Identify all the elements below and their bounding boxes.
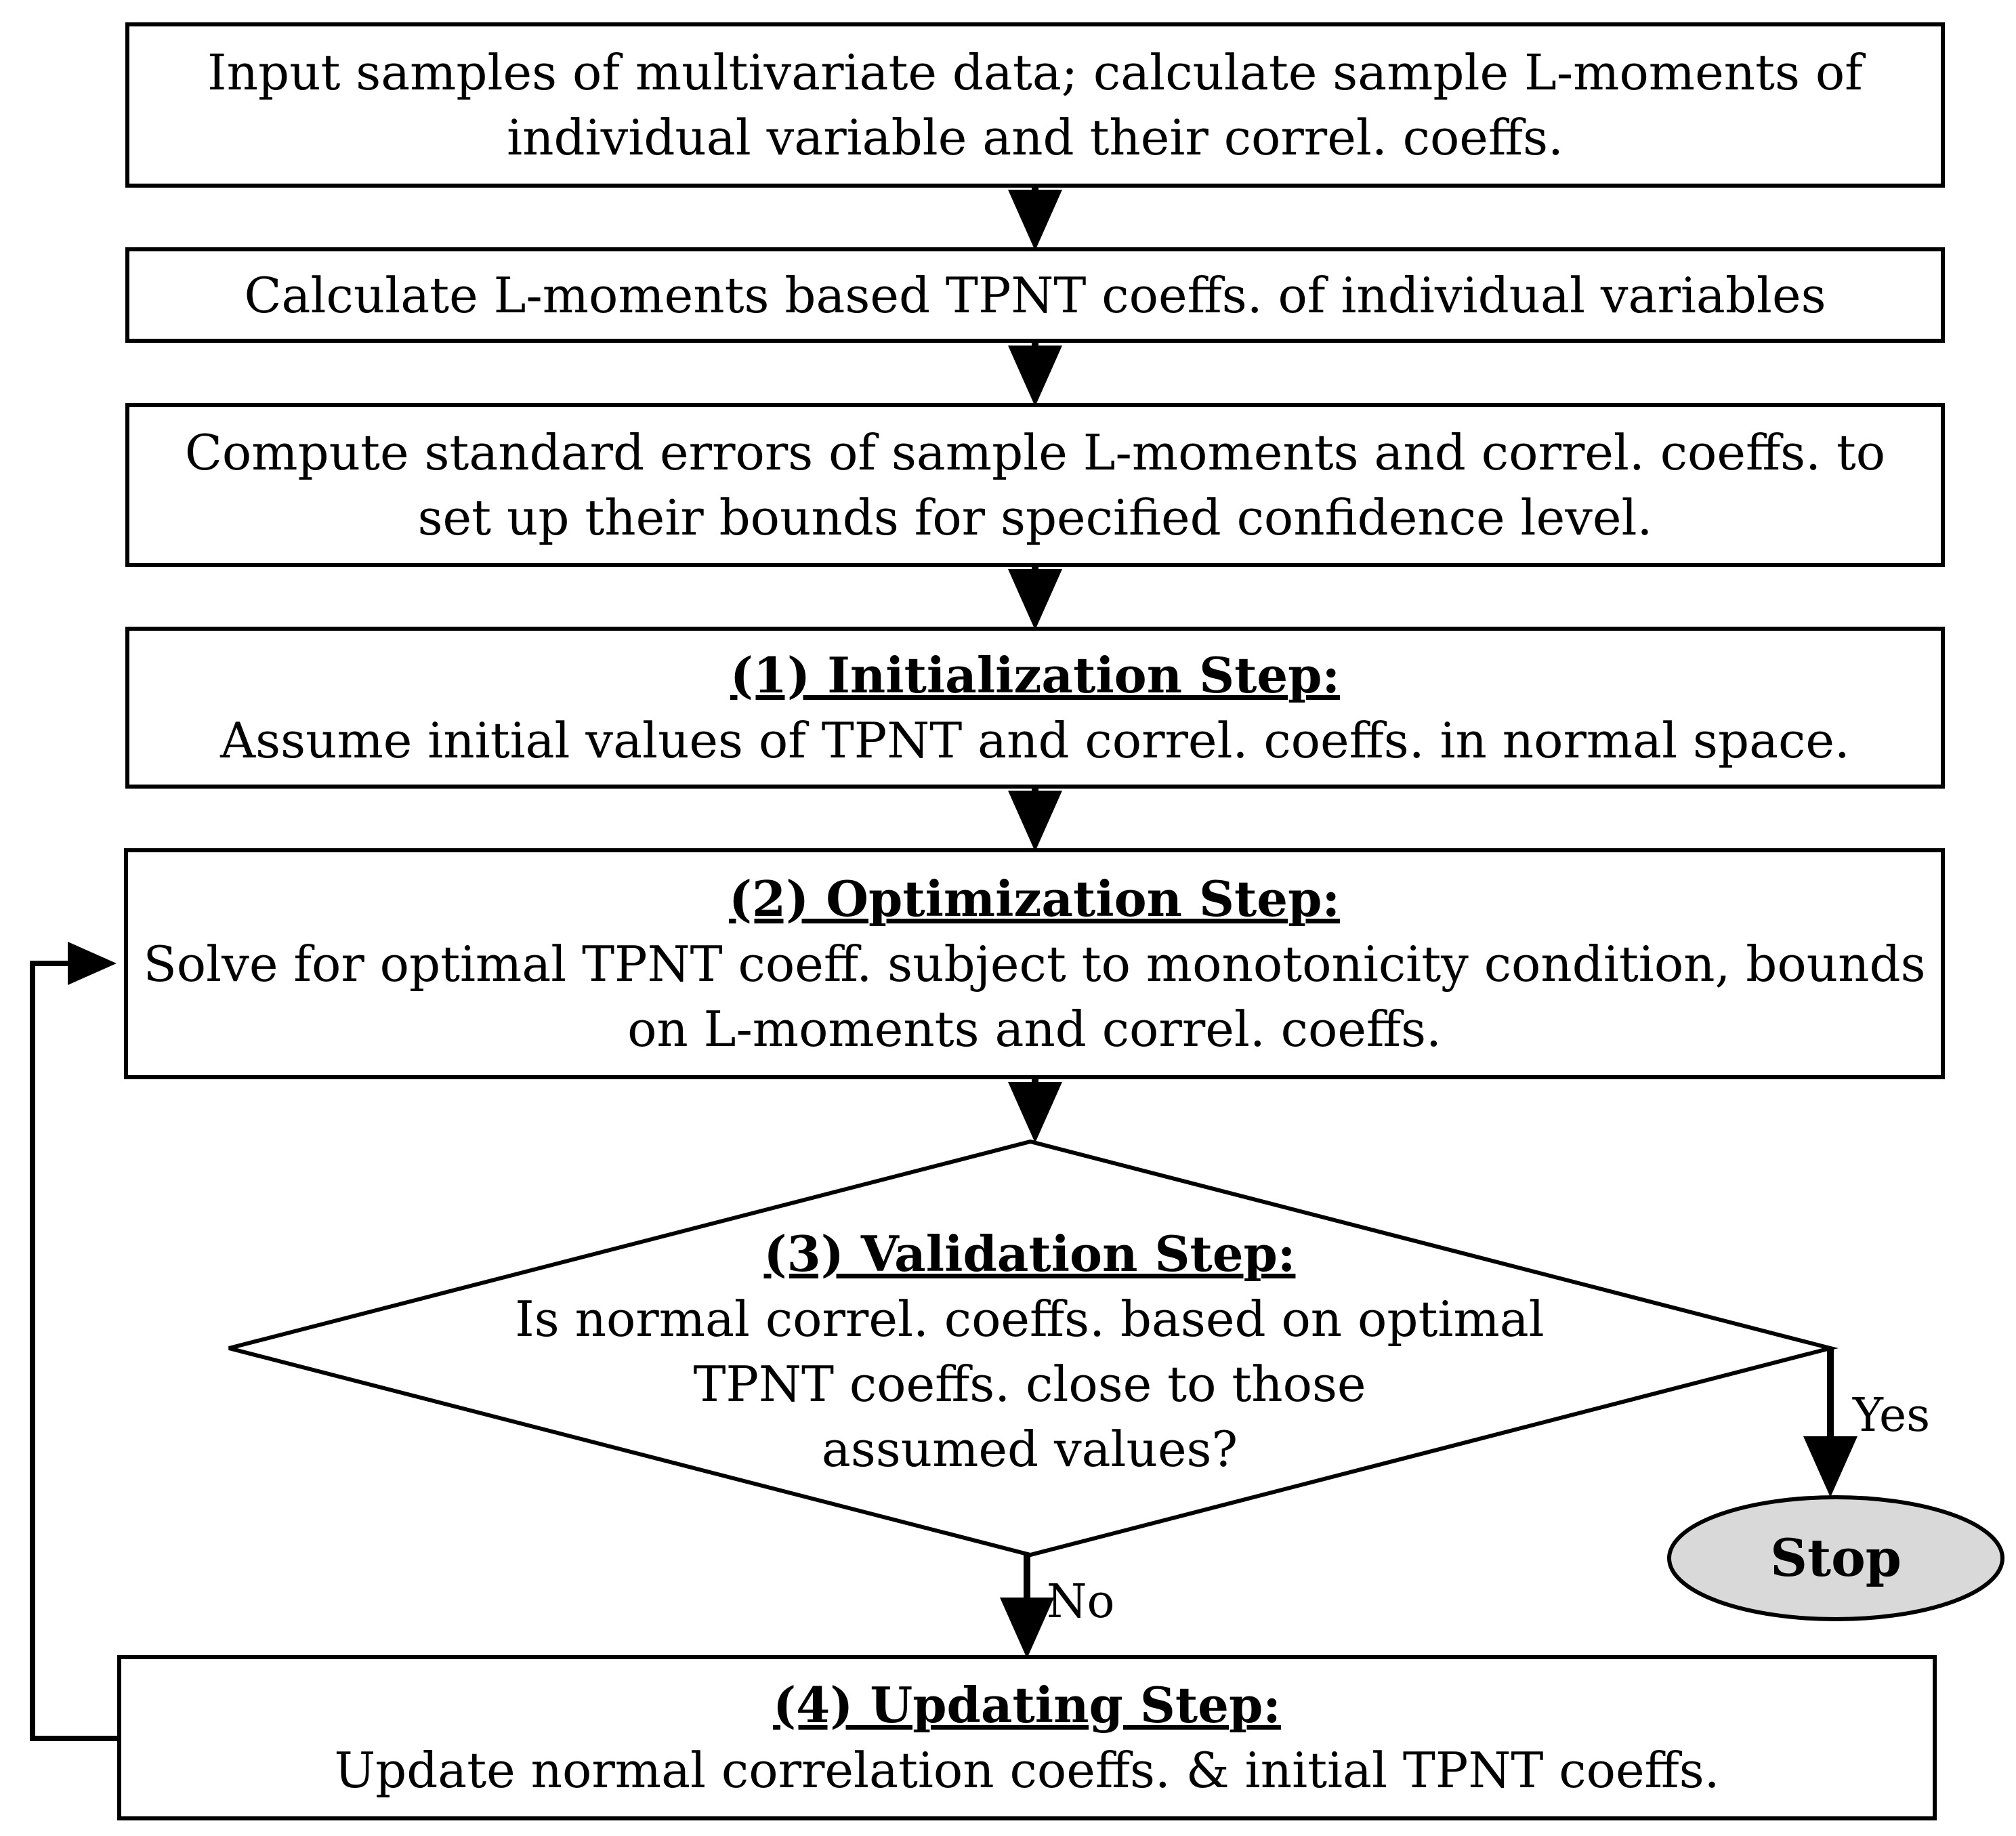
optim-box-text: (2) Optimization Step: Solve for optimal… bbox=[126, 850, 1943, 1077]
tpnt-box-text: Calculate L-moments based TPNT coeffs. o… bbox=[127, 249, 1943, 341]
input-box bbox=[125, 22, 1945, 188]
tpnt-box bbox=[125, 247, 1945, 343]
stop-label: Stop bbox=[1770, 1528, 1902, 1588]
validation-text: (3) Validation Step: Is normal correl. c… bbox=[488, 1219, 1572, 1484]
validation-line-1: Is normal correl. coeffs. based on optim… bbox=[515, 1291, 1545, 1348]
input-box-text: Input samples of multivariate data; calc… bbox=[127, 24, 1943, 186]
yes-label: Yes bbox=[1853, 1389, 1931, 1442]
optim-line-2: on L-moments and correl. coeffs. bbox=[627, 1000, 1442, 1058]
optim-line-1: Solve for optimal TPNT coeff. subject to… bbox=[143, 935, 1926, 993]
arrow-update-to-optim-loop bbox=[30, 942, 119, 1741]
no-label: No bbox=[1047, 1575, 1115, 1629]
optim-box bbox=[124, 848, 1945, 1079]
update-box bbox=[117, 1655, 1937, 1820]
input-line-2: individual variable and their correl. co… bbox=[507, 109, 1563, 166]
validation-line-2: TPNT coeffs. close to those bbox=[693, 1356, 1366, 1413]
init-box bbox=[125, 627, 1945, 789]
init-title: (1) Initialization Step: bbox=[730, 646, 1341, 704]
update-box-text: (4) Updating Step: Update normal correla… bbox=[119, 1657, 1935, 1818]
errors-line-2: set up their bounds for specified confid… bbox=[417, 489, 1653, 546]
errors-box-text: Compute standard errors of sample L-mome… bbox=[127, 405, 1943, 565]
update-line-1: Update normal correlation coeffs. & init… bbox=[334, 1742, 1720, 1799]
init-box-text: (1) Initialization Step: Assume initial … bbox=[127, 629, 1943, 787]
optim-title: (2) Optimization Step: bbox=[728, 869, 1341, 927]
stop-ellipse bbox=[1667, 1495, 2004, 1621]
update-title: (4) Updating Step: bbox=[773, 1676, 1281, 1734]
init-line-1: Assume initial values of TPNT and correl… bbox=[220, 711, 1850, 769]
validation-title: (3) Validation Step: bbox=[763, 1225, 1296, 1282]
tpnt-line-1: Calculate L-moments based TPNT coeffs. o… bbox=[244, 266, 1826, 324]
validation-line-3: assumed values? bbox=[821, 1421, 1238, 1478]
input-line-1: Input samples of multivariate data; calc… bbox=[207, 44, 1863, 101]
errors-line-1: Compute standard errors of sample L-mome… bbox=[184, 424, 1886, 481]
